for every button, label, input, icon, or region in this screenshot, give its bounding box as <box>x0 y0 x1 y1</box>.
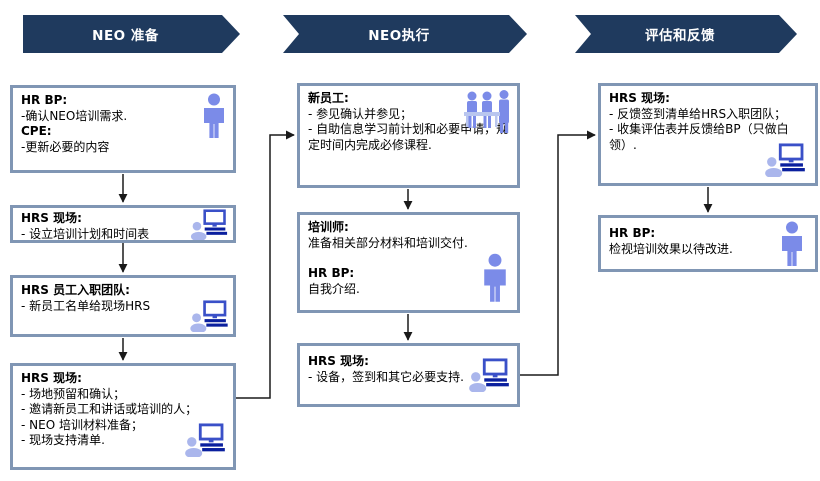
process-box-new-employee: 新员工: - 参见确认并参见； - 自助信息学习前计划和必要申请，规定时间内完成… <box>297 83 520 188</box>
phase-banner-neo-preparation: NEO 准备 <box>23 15 240 53</box>
process-box-hrs-onsite-logistics: HRS 现场: - 场地预留和确认； - 邀请新员工和讲话或培训的人； - NE… <box>10 363 236 470</box>
box-line: 新员工: <box>308 91 349 105</box>
box-line: HRS 现场: <box>21 211 82 225</box>
box-line: 准备相关部分材料和培训交付. <box>308 235 468 250</box>
box-line: HRS 员工入职团队: <box>21 283 130 297</box>
box-line: - 收集评估表并反馈给BP（只做白领）. <box>609 122 789 152</box>
computer-icon <box>765 143 805 177</box>
computer-icon <box>190 209 228 240</box>
box-line: - 设备，签到和其它必要支持. <box>308 369 464 384</box>
box-line: HRS 现场: <box>609 91 670 105</box>
process-box-hrs-onsite-plan: HRS 现场: - 设立培训计划和时间表 <box>10 205 236 243</box>
person-icon <box>484 253 506 302</box>
box-line: - 场地预留和确认； <box>21 386 126 401</box>
box-line: HRS 现场: <box>308 354 369 368</box>
phase-banner-neo-execution: NEO执行 <box>283 15 527 53</box>
box-line: - 邀请新员工和讲话或培训的人； <box>21 402 198 417</box>
process-box-hrbp-cpe-prep: HR BP: -确认NEO培训需求. CPE: -更新必要的内容 <box>10 85 236 173</box>
meeting-icon <box>464 90 509 133</box>
box-line: HR BP: <box>308 266 355 281</box>
process-box-hrs-onsite-feedback: HRS 现场: - 反馈签到清单给HRS入职团队； - 收集评估表并反馈给BP（… <box>598 83 818 186</box>
box-line: HR BP: <box>21 93 68 107</box>
person-icon <box>782 221 802 266</box>
box-line: - 自助信息学习前计划和必要申请，规定时间内完成必修课程. <box>308 122 509 152</box>
phase-banner-evaluation-feedback: 评估和反馈 <box>575 15 797 53</box>
process-box-hrs-onboarding-team: HRS 员工入职团队: - 新员工名单给现场HRS <box>10 275 236 337</box>
process-box-hrs-onsite-support: HRS 现场: - 设备，签到和其它必要支持. <box>297 343 520 407</box>
box-line: 检视培训效果以待改进. <box>609 241 733 256</box>
box-line: 培训师: <box>308 220 349 234</box>
phase-banner-label: 评估和反馈 <box>645 28 715 44</box>
phase-banner-label: NEO 准备 <box>92 28 159 44</box>
box-line: HRS 现场: <box>21 371 82 385</box>
box-line: - NEO 培训材料准备； <box>21 417 143 432</box>
process-box-trainer-hrbp: 培训师: 准备相关部分材料和培训交付. HR BP: 自我介绍. <box>297 212 520 313</box>
box-line: - 反馈签到清单给HRS入职团队； <box>609 106 787 121</box>
process-box-hrbp-review: HR BP: 检视培训效果以待改进. <box>598 215 818 272</box>
box-line: - 现场支持清单. <box>21 433 105 448</box>
box-line: HR BP: <box>609 226 656 240</box>
box-line: - 设立培训计划和时间表 <box>21 226 150 241</box>
computer-icon <box>185 423 225 457</box>
person-icon <box>204 93 224 138</box>
computer-icon <box>469 358 509 392</box>
box-line: CPE: <box>21 124 52 139</box>
phase-banner-label: NEO执行 <box>368 28 430 44</box>
box-line <box>308 251 509 266</box>
box-line: 自我介绍. <box>308 281 360 296</box>
box-line: -更新必要的内容 <box>21 139 110 154</box>
computer-icon <box>190 300 228 332</box>
box-line: -确认NEO培训需求. <box>21 108 128 123</box>
box-line: - 参见确认并参见； <box>308 106 413 121</box>
box-line: - 新员工名单给现场HRS <box>21 298 151 313</box>
